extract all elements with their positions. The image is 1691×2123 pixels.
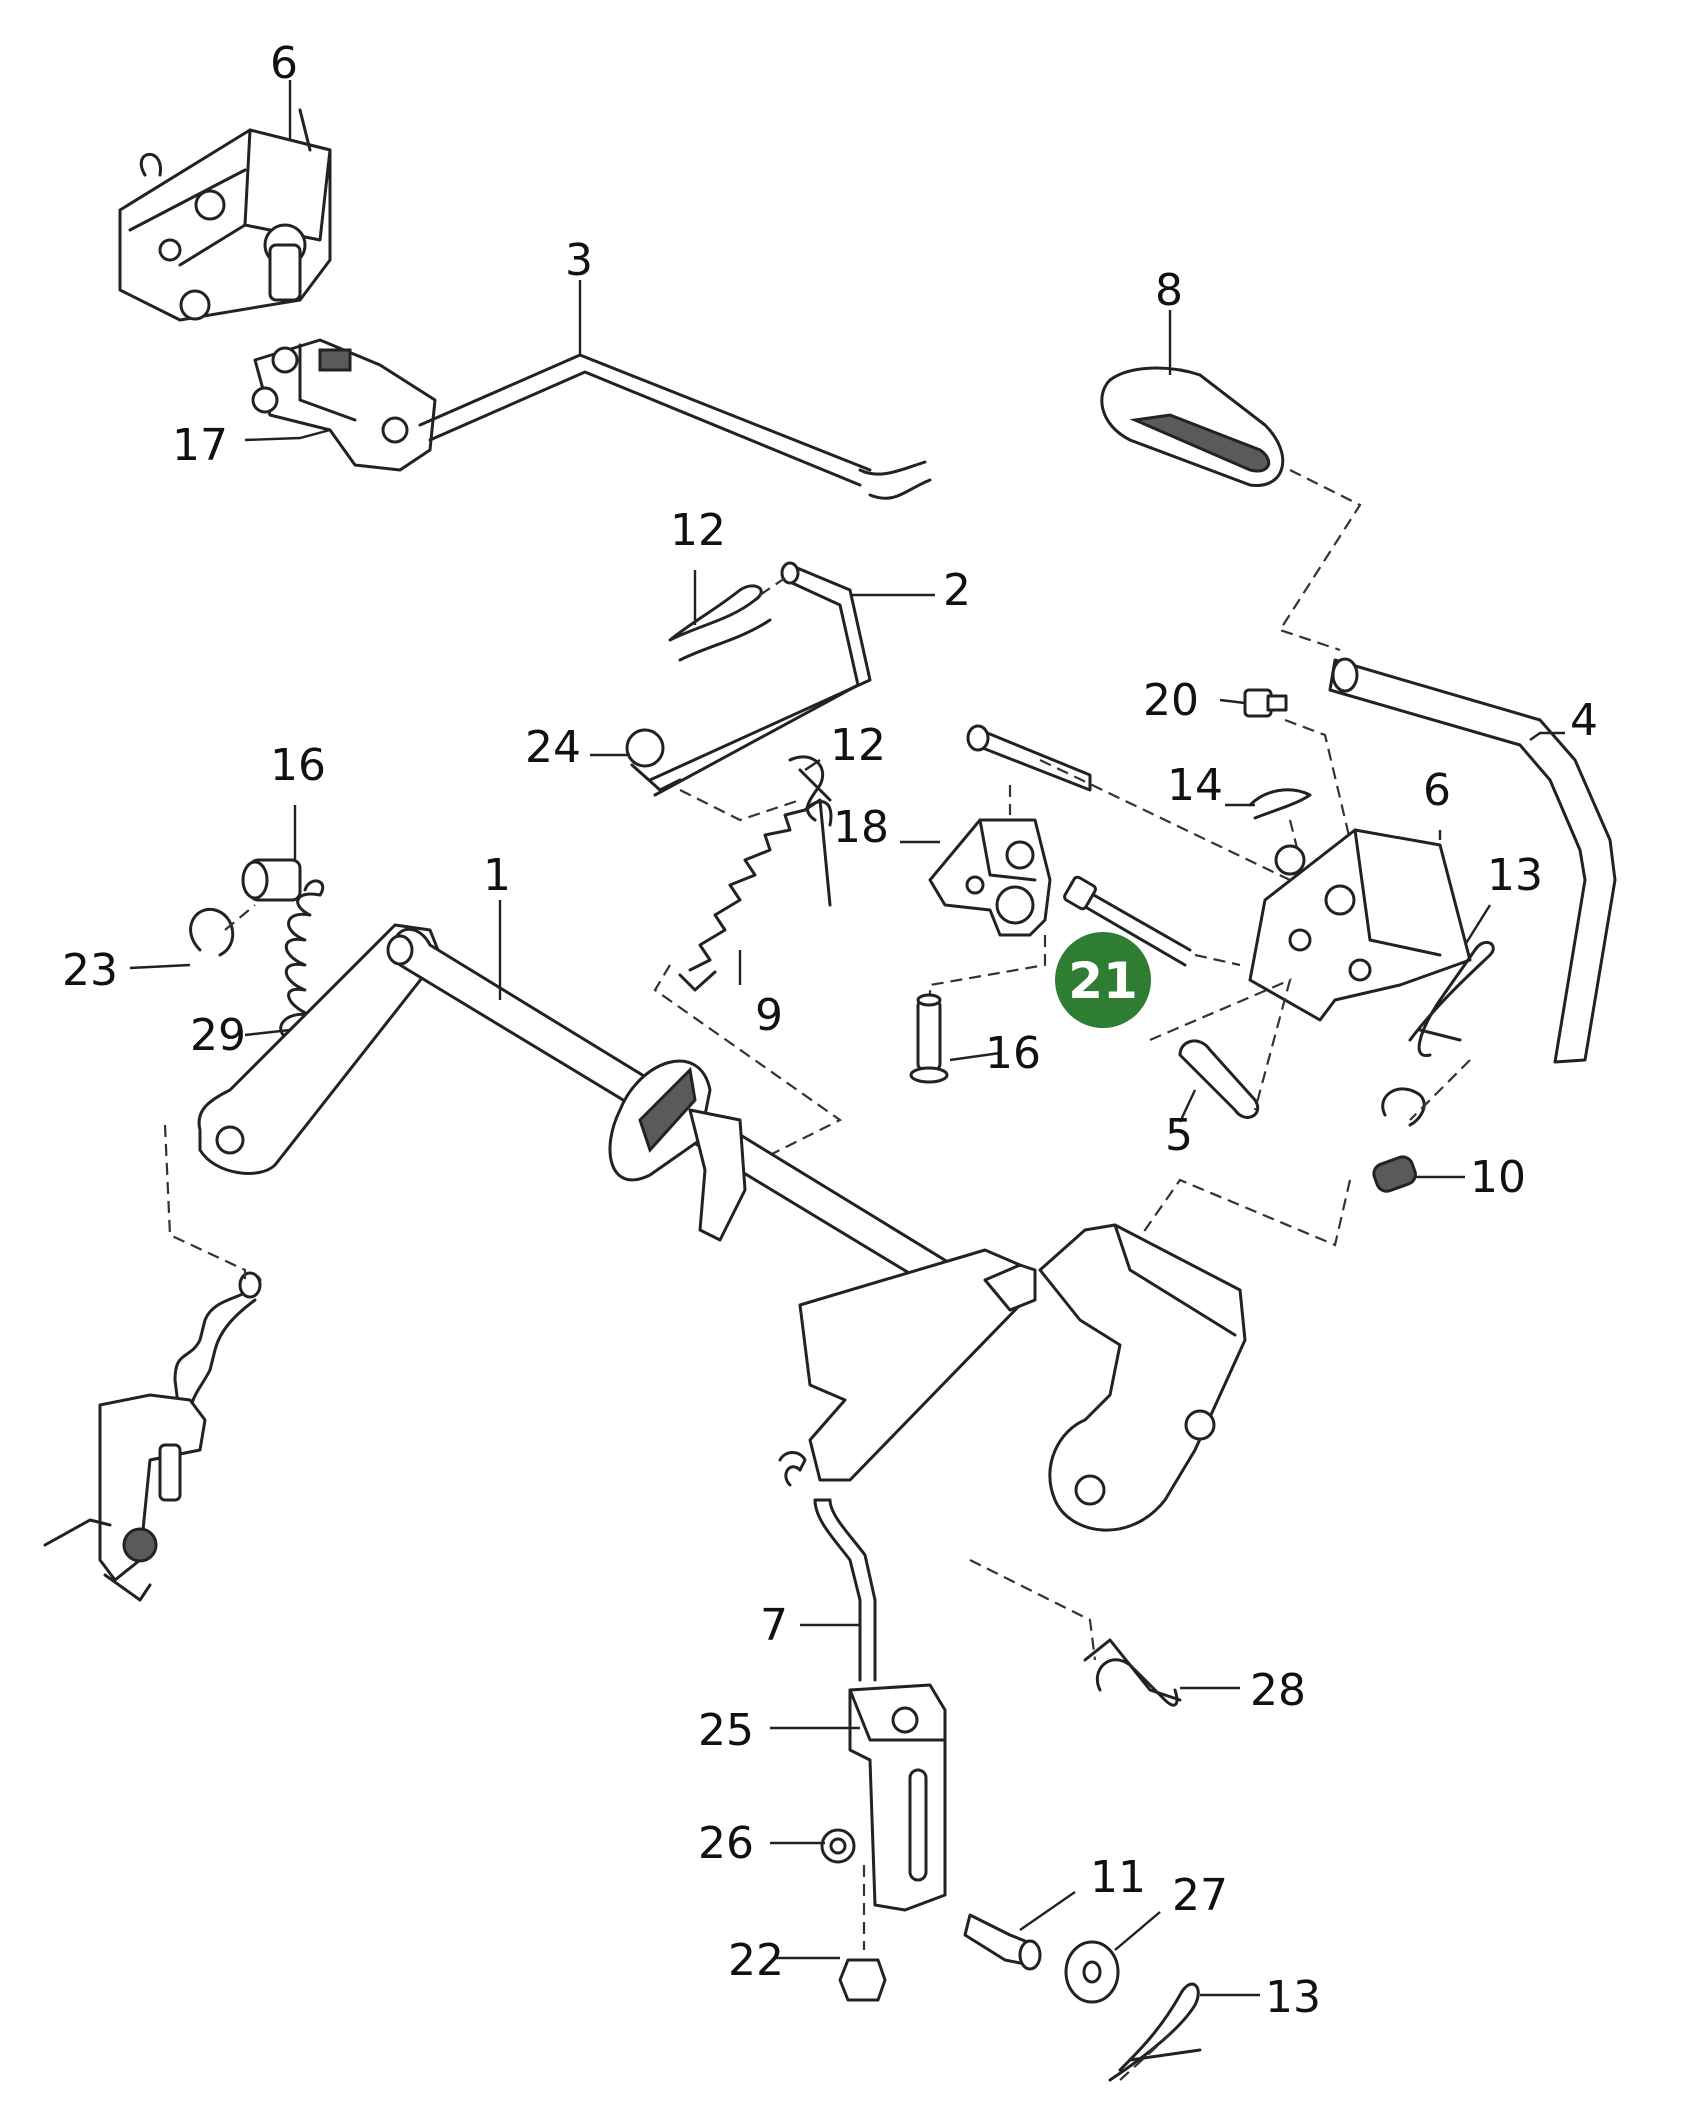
dash-12-to-2: [759, 577, 786, 596]
part-6-bracket-right: [1248, 828, 1472, 1022]
callout-20: 20: [1143, 675, 1199, 726]
part-2-rod: [648, 561, 872, 797]
part-lower-left-bracket: [43, 1271, 262, 1602]
dash-18-to-16: [928, 935, 1047, 1000]
callout-labels: 6 3 8 17 12 2 20 4 24 12 16 14 6 18 1 13…: [62, 38, 1598, 2023]
dash-24-to-12: [679, 789, 801, 822]
part-17-bracket: [251, 338, 437, 472]
callout-24: 24: [525, 722, 581, 773]
part-28-pin: [1083, 1638, 1182, 1707]
part-13-pin-lower: [1108, 1982, 1202, 2082]
callout-29: 29: [190, 1010, 246, 1061]
dash-8-to-4: [1278, 469, 1362, 652]
callout-18: 18: [833, 802, 889, 853]
highlight-badge-label: 21: [1068, 952, 1138, 1010]
part-11-pin: [963, 1913, 1042, 1971]
part-7-rod: [784, 1465, 877, 1682]
callout-13-lower: 13: [1265, 1972, 1321, 2023]
part-13-pin-upper: [1408, 940, 1495, 1057]
part-18-rod: [966, 724, 1291, 881]
part-21-bolt: [1063, 875, 1192, 967]
part-9-spring: [678, 798, 833, 992]
dash-23: [224, 904, 256, 931]
callout-25: 25: [698, 1705, 754, 1756]
leader-lines: [129, 80, 1565, 1997]
part-23-clip: [189, 907, 235, 957]
part-5-spacer: [1178, 1039, 1259, 1119]
part-12-clip-upper: [668, 584, 772, 662]
callout-5: 5: [1165, 1110, 1193, 1161]
callout-9: 9: [755, 990, 783, 1041]
dash-lower-left: [163, 1124, 247, 1285]
part-18-bracket: [928, 818, 1052, 937]
callout-13-upper: 13: [1487, 850, 1543, 901]
part-6-bracket-top: [118, 108, 332, 322]
dash-10: [1109, 1178, 1352, 1281]
callout-6-right: 6: [1423, 765, 1451, 816]
part-16-nut-left: [241, 858, 302, 902]
part-16-pin-right: [909, 993, 949, 1084]
callout-11: 11: [1090, 1852, 1146, 1903]
part-14-clip: [1248, 788, 1312, 820]
dash-13-lower: [1119, 2029, 1176, 2081]
callout-4: 4: [1570, 695, 1598, 746]
part-1-shaft: [197, 923, 1247, 1532]
highlight-badge-circle: [1055, 932, 1151, 1028]
callout-7: 7: [760, 1600, 788, 1651]
part-27-washer: [1064, 1940, 1120, 2004]
part-20-bolt: [1243, 688, 1288, 718]
highlight-badge-21: 21: [1055, 932, 1151, 1028]
callout-12-upper: 12: [670, 505, 726, 556]
part-22-nut: [838, 1958, 887, 2002]
callout-16-right: 16: [985, 1028, 1041, 1079]
callout-12-lower: 12: [830, 720, 886, 771]
callout-14: 14: [1167, 760, 1223, 811]
part-4-rod: [1328, 657, 1617, 1064]
callout-1: 1: [483, 850, 511, 901]
dash-4-to-10: [1409, 1059, 1471, 1121]
callout-28: 28: [1250, 1665, 1306, 1716]
callout-3: 3: [565, 235, 593, 286]
callout-10: 10: [1470, 1152, 1526, 1203]
dash-28: [969, 1559, 1097, 1661]
part-12-clip-lower: [788, 755, 832, 822]
dash-20-to-6: [1284, 718, 1352, 841]
callout-23: 23: [62, 945, 118, 996]
part-3-rod: [418, 353, 932, 500]
callout-8: 8: [1155, 265, 1183, 316]
callout-26: 26: [698, 1818, 754, 1869]
callout-17: 17: [172, 420, 228, 471]
part-8-knob: [1100, 366, 1285, 487]
dash-14: [1288, 819, 1302, 861]
dash-5: [1149, 978, 1292, 1111]
dash-21: [1194, 953, 1241, 967]
callout-2: 2: [943, 565, 971, 616]
part-25-bracket: [848, 1683, 947, 1912]
dash-9: [653, 964, 843, 1156]
callout-6-top: 6: [270, 38, 298, 89]
callout-27: 27: [1172, 1870, 1228, 1921]
callout-16-left: 16: [270, 740, 326, 791]
callout-22: 22: [728, 1935, 784, 1986]
part-26-nut: [820, 1828, 856, 1864]
part-24-nut: [625, 728, 682, 792]
part-10-spring: [1372, 1087, 1426, 1193]
